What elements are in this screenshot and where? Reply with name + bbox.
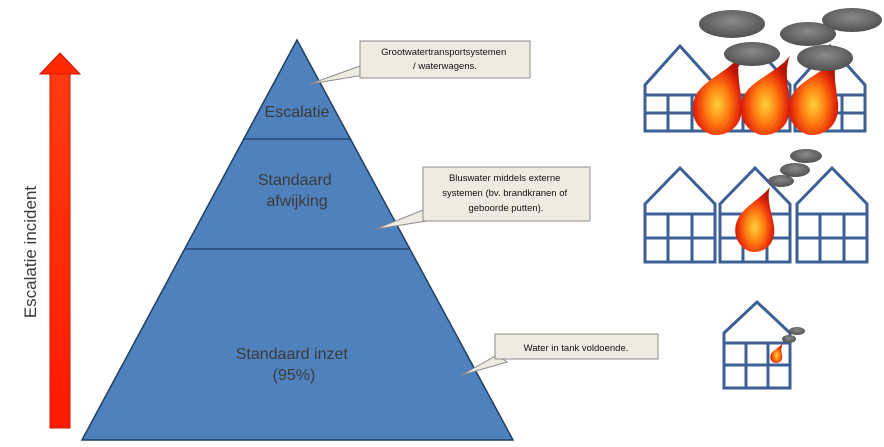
level-afwijking-line-1: Standaard [258,172,332,189]
house-icon [795,165,869,264]
top-row-flames [692,55,839,135]
callout-line: systemen (bv. brandkranen of [442,188,567,199]
smoke-icon [822,8,882,32]
callout-box [359,40,531,79]
smoke-icon [790,149,822,163]
callout-line: / waterwagens. [413,61,477,72]
level-standaard-afwijking: Standaard afwijking [258,172,336,210]
callout-escalatie-text: Grootwatertransportsystemen / waterwagen… [381,47,509,72]
level-escalatie: Escalatie [265,104,330,121]
flame-icon [740,55,791,135]
flame-icon [770,343,783,363]
callout-line: geboorde putten). [468,203,543,214]
flame-icon [788,55,839,135]
flame-icon [735,187,775,252]
callout-inzet-text: Water in tank voldoende. [524,343,629,354]
level-standaard-inzet: Standaard inzet (95%) [236,346,353,384]
callout-afwijking-text: Bluswater middels externe systemen (bv. … [442,173,570,214]
house-icon [643,165,717,264]
flame-icon [692,55,743,135]
callout-line: Water in tank voldoende. [524,343,629,354]
smoke-icon [768,175,794,187]
callout-line: Bluswater middels externe [449,173,560,184]
callout-box [422,166,591,222]
smoke-icon [789,327,805,335]
level-inzet-line-2: (95%) [273,367,316,384]
smoke-icon [782,335,796,343]
bottom-row-smoke [782,327,805,343]
house-small-fire-icon [722,299,805,390]
level-escalatie-line: Escalatie [265,104,330,121]
escalation-arrow-head [38,52,82,75]
smoke-icon [699,10,765,38]
smoke-icon [780,163,810,177]
pyramid: Escalatie Standaard afwijking Standaard … [80,38,515,441]
callout-line: Grootwatertransportsystemen [381,47,506,58]
callout-box [494,333,659,360]
level-afwijking-line-2: afwijking [266,193,327,210]
middle-row-smoke [768,149,822,187]
escalation-arrow [38,52,82,429]
smoke-icon [724,42,780,66]
smoke-icon [780,22,836,46]
callout-afwijking: Bluswater middels externe systemen (bv. … [375,166,591,230]
level-inzet-line-1: Standaard inzet [236,346,349,363]
escalation-arrow-shaft [49,73,71,429]
top-row-smoke [699,8,882,71]
smoke-icon [797,45,853,71]
pyramid-body [80,38,515,441]
house-icon [722,299,792,390]
axis-label: Escalatie incident [21,186,40,319]
callout-escalatie: Grootwatertransportsystemen / waterwagen… [309,40,531,85]
callout-inzet: Water in tank voldoende. [461,333,659,376]
